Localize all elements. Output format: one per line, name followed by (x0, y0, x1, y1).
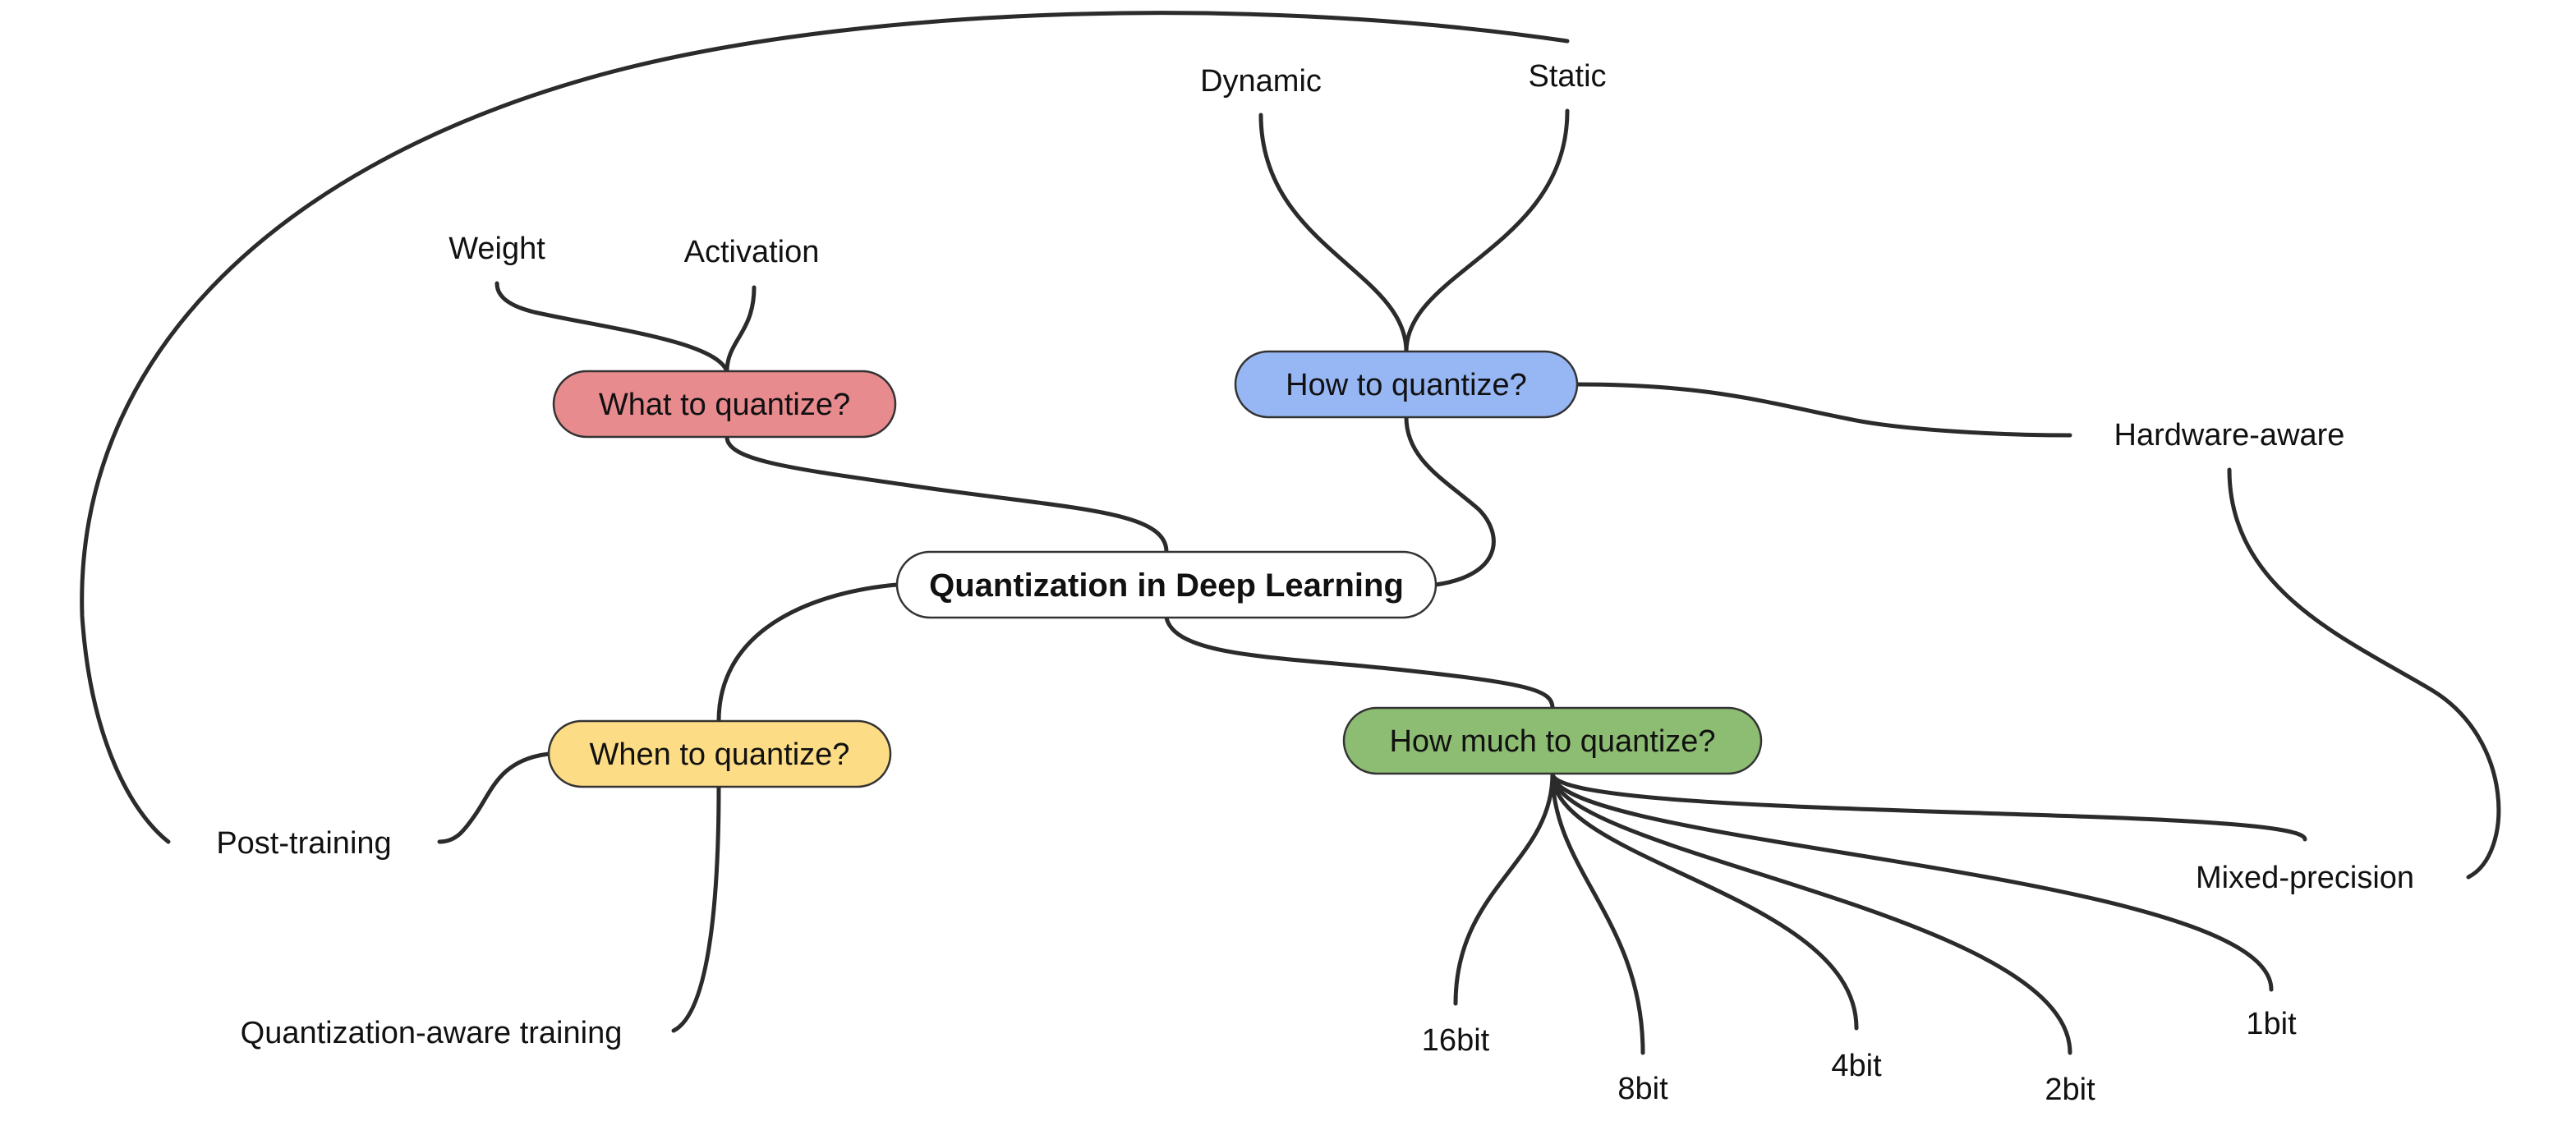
edge-how-static (1404, 108, 1570, 354)
branch-how-label: How to quantize? (1286, 368, 1527, 402)
leaf-16bit[interactable]: 16bit (1422, 1023, 1490, 1058)
branch-howmuch-label: How much to quantize? (1389, 724, 1715, 759)
leaf-mixed-precision[interactable]: Mixed-precision (2196, 861, 2414, 895)
root-node-label: Quantization in Deep Learning (929, 567, 1404, 604)
edge-howmuch-mixed (1550, 771, 2307, 842)
leaf-1bit[interactable]: 1bit (2246, 1007, 2297, 1041)
edge-hardware-mixed (2227, 467, 2501, 880)
edge-howmuch-8bit (1550, 771, 1645, 1055)
branch-when-shape (547, 719, 892, 788)
branch-what-label: What to quantize? (599, 388, 850, 422)
edge-howmuch-1bit (1550, 771, 2274, 992)
edge-what-weight (494, 281, 729, 374)
branch-what-shape (552, 370, 897, 439)
branch-when-to-quantize[interactable]: When to quantize? (547, 719, 892, 788)
edge-how-hardware (1575, 382, 2072, 438)
branch-how-much-to-quantize[interactable]: How much to quantize? (1342, 706, 1763, 775)
edge-root-howmuch (1164, 615, 1555, 710)
leaf-static[interactable]: Static (1528, 59, 1606, 94)
leaves: Weight Activation Dynamic Static Hardwar… (216, 59, 2414, 1107)
leaf-2bit[interactable]: 2bit (2045, 1073, 2095, 1107)
edge-howmuch-4bit (1550, 771, 1859, 1031)
edge-how-dynamic (1258, 113, 1409, 354)
edge-what-activation (724, 285, 757, 374)
edge-howmuch-16bit (1453, 771, 1555, 1006)
leaf-dynamic[interactable]: Dynamic (1200, 64, 1322, 99)
leaf-4bit[interactable]: 4bit (1831, 1049, 1882, 1083)
edge-root-how (1404, 415, 1496, 587)
branch-when-label: When to quantize? (590, 737, 850, 772)
branch-how-to-quantize[interactable]: How to quantize? (1234, 350, 1579, 419)
branch-what-to-quantize[interactable]: What to quantize? (552, 370, 897, 439)
leaf-hardware-aware[interactable]: Hardware-aware (2114, 418, 2345, 453)
leaf-8bit[interactable]: 8bit (1617, 1072, 1668, 1106)
branch-how-shape (1234, 350, 1579, 419)
connectors (80, 11, 2501, 1055)
leaf-quantization-aware-training[interactable]: Quantization-aware training (241, 1016, 623, 1050)
leaf-weight[interactable]: Weight (448, 232, 545, 266)
edge-when-posttraining (437, 751, 551, 844)
leaf-activation[interactable]: Activation (684, 235, 820, 269)
root-node-shape (895, 550, 1438, 619)
edge-when-qat (671, 784, 721, 1033)
edge-root-what (724, 434, 1169, 554)
root-node[interactable]: Quantization in Deep Learning (895, 550, 1438, 619)
edge-root-when (716, 582, 899, 724)
leaf-post-training[interactable]: Post-training (216, 826, 391, 861)
edge-static-posttraining (80, 11, 1570, 844)
edge-howmuch-2bit (1550, 771, 2072, 1055)
branch-howmuch-shape (1342, 706, 1763, 775)
